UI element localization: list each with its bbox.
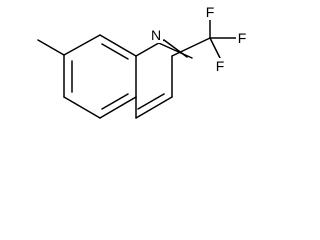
bond-double-n1-c2 [163,39,188,58]
fluorine-right-label: F [238,30,247,46]
fluorine-bottom-label: F [216,58,225,74]
bond-c5-c6 [63,96,101,119]
fluorine-top-label-bg [204,4,216,20]
bond-c4a-c5 [99,96,137,119]
bond-c7-c8 [63,34,101,56]
fluorine-right-label-bg [236,30,248,46]
nitrogen-label-bg [149,27,163,43]
bond-c2-cf3 [171,37,211,57]
fluorine-bottom-label-bg [214,58,226,74]
bond-c3-c4 [135,96,173,119]
bond-methyl [37,39,65,56]
bond-c-f-bottom [209,37,221,59]
fluorine-top-label: F [206,4,215,20]
nitrogen-label: N [151,27,161,43]
structure-diagram: N F F F [37,4,248,119]
bond-double-c4a-c5 [101,93,129,110]
bond-double-c8-c8a [101,43,129,60]
bond-double-c3-c4 [137,93,165,110]
bond-c8-c8a [99,34,137,57]
